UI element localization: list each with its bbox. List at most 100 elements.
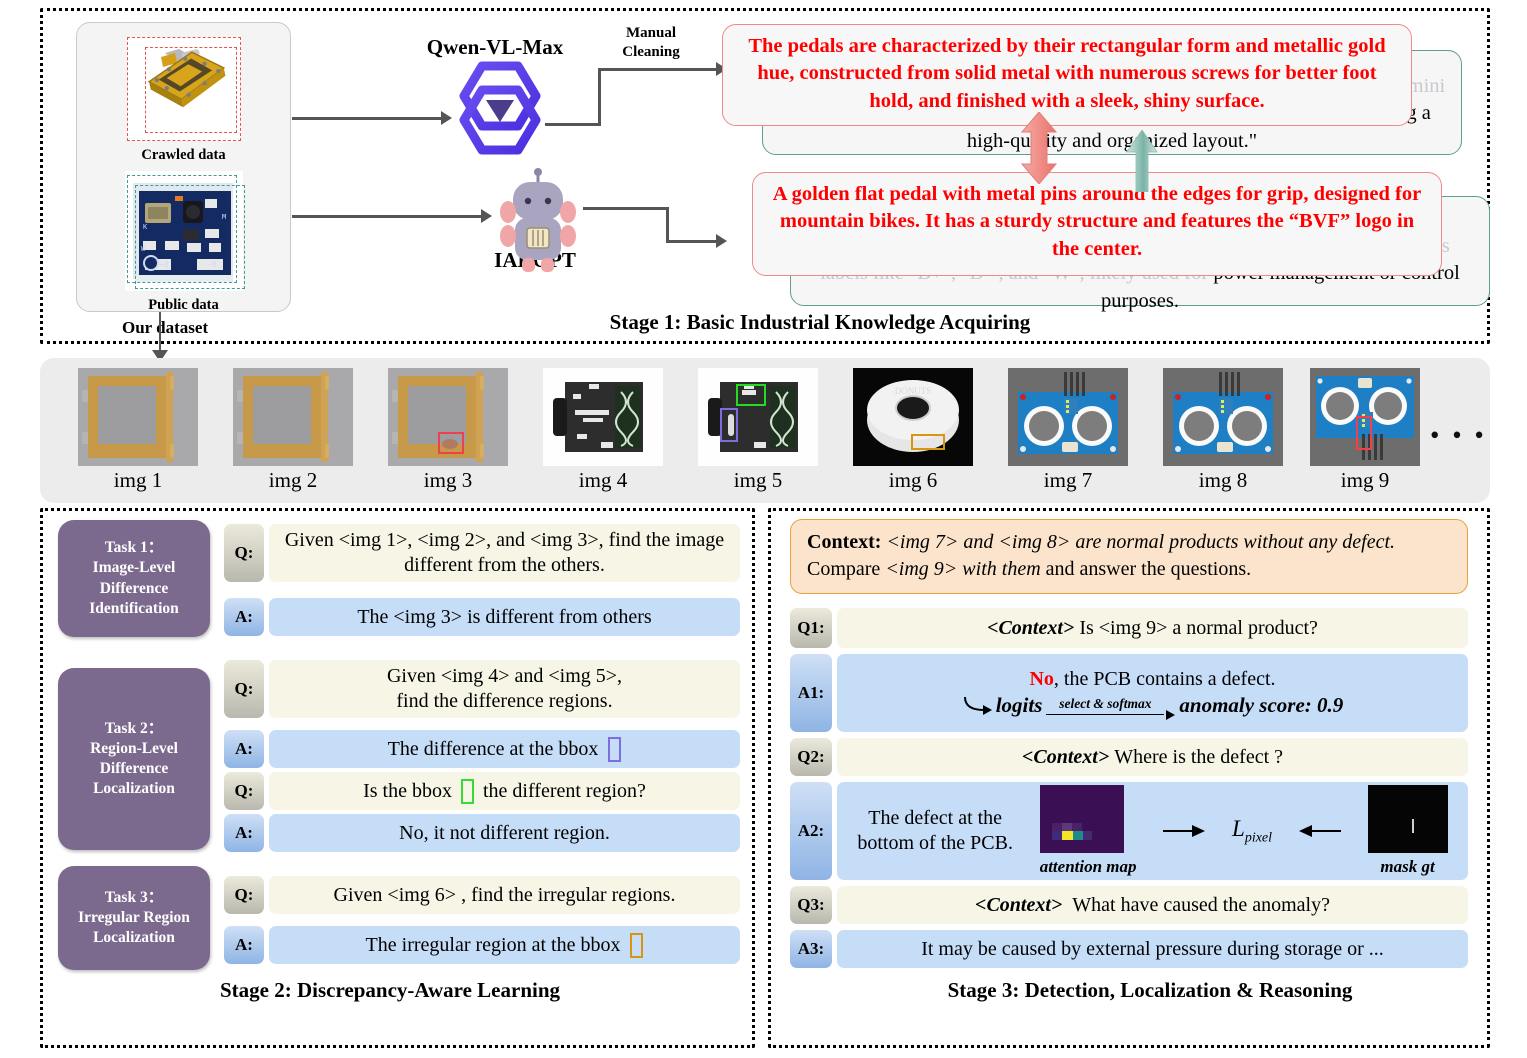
mask-gt-image xyxy=(1367,784,1448,853)
pedal-bbox-outer xyxy=(126,37,241,141)
elbow2-head xyxy=(716,234,727,248)
mask-gt-block: mask gt xyxy=(1367,784,1448,877)
task3-question-tag: Q: xyxy=(224,876,264,914)
task2-answer2-row[interactable]: A: No, it not different region. xyxy=(224,814,740,852)
strip-image-9 xyxy=(1310,368,1420,466)
task2-question1-row[interactable]: Q: Given <img 4> and <img 5>, find the d… xyxy=(224,660,740,718)
pedal-image xyxy=(126,37,241,141)
pcb-bbox-front xyxy=(134,185,245,289)
softmax-arrow-head xyxy=(1166,709,1176,720)
strip-ellipsis: • • • xyxy=(1430,420,1487,450)
strip-item-img7[interactable]: img 7 xyxy=(1008,368,1128,492)
task3-question-row[interactable]: Q: Given <img 6> , find the irregular re… xyxy=(224,876,740,914)
stage3-a2-tag: A2: xyxy=(790,782,832,880)
task1-question-row[interactable]: Q: Given <img 1>, <img 2>, and <img 3>, … xyxy=(224,524,740,582)
stage1-title: Stage 1: Basic Industrial Knowledge Acqu… xyxy=(609,310,1031,334)
pixel-loss-label: Lpixel xyxy=(1232,815,1273,846)
strip-item-img9[interactable]: img 9 xyxy=(1310,368,1420,492)
stage2-title: Stage 2: Discrepancy-Aware Learning xyxy=(219,978,561,1002)
elbow1-h1 xyxy=(545,123,600,126)
strip-caption-7: img 7 xyxy=(1043,468,1093,492)
task2-answer2-tag: A: xyxy=(224,814,264,852)
context-part2: Compare xyxy=(807,558,886,580)
context-part1: <img 7> and <img 8> are normal products … xyxy=(886,531,1396,553)
task3-answer-tag: A: xyxy=(224,926,264,964)
stage3-a2-row[interactable]: A2: The defect at the bottom of the PCB.… xyxy=(790,782,1468,880)
strip-caption-3: img 3 xyxy=(423,468,473,492)
curved-arrow-icon xyxy=(963,696,992,715)
elbow2-h1 xyxy=(583,207,668,210)
strip-item-img5[interactable]: img 5 xyxy=(698,368,818,492)
strip-item-img2[interactable]: img 2 xyxy=(233,368,353,492)
bbox-swatch-purple xyxy=(608,736,622,762)
stage3-q3-tag: Q3: xyxy=(790,886,832,924)
stage3-a1-row[interactable]: A1: No, the PCB contains a defect. logit… xyxy=(790,654,1468,732)
bbox-orange-img6 xyxy=(911,434,945,450)
task2-question1-text: Given <img 4> and <img 5>, find the diff… xyxy=(269,660,740,718)
caption-bottom-red: A golden flat pedal with metal pins arou… xyxy=(752,172,1442,276)
strip-item-img4[interactable]: img 4 xyxy=(543,368,663,492)
strip-item-img8[interactable]: img 8 xyxy=(1163,368,1283,492)
stage3-q1-row[interactable]: Q1: <Context> Is <img 9> a normal produc… xyxy=(790,608,1468,648)
stage3-q2-row[interactable]: Q2: <Context> Where is the defect ? xyxy=(790,738,1468,776)
stage3-a3-tag: A3: xyxy=(790,930,832,968)
stage1-panel xyxy=(40,8,1490,344)
strip-image-4 xyxy=(543,368,663,466)
svg-text:+8: +8 xyxy=(159,260,169,269)
attention-map-block: attention map xyxy=(1039,784,1137,877)
dataset-box: Crawled data xyxy=(76,22,291,313)
bbox-swatch-orange xyxy=(630,932,644,958)
strip-item-img6[interactable]: DONUTS img 6 xyxy=(853,368,973,492)
bidirectional-red-arrow-icon xyxy=(1020,112,1058,184)
dataset-connector-line xyxy=(159,312,161,352)
mask-gt-label: mask gt xyxy=(1380,856,1435,876)
stage3-q1-text: <Context> Is <img 9> a normal product? xyxy=(837,608,1468,648)
task1-answer-tag: A: xyxy=(224,598,264,636)
arrow-dataset-to-qwen-head xyxy=(441,111,452,125)
stage3-a1-logits: logits xyxy=(995,693,1043,718)
attention-map-label: attention map xyxy=(1039,856,1137,876)
strip-caption-6: img 6 xyxy=(888,468,938,492)
elbow1-h2 xyxy=(598,68,718,71)
task2-question1-tag: Q: xyxy=(224,660,264,718)
stage3-q2-tag: Q2: xyxy=(790,738,832,776)
pcb-image: +8 -8 K M W xyxy=(124,171,245,291)
pcb-bbox-back xyxy=(126,175,237,283)
stage3-title: Stage 3: Detection, Localization & Reaso… xyxy=(947,978,1353,1002)
task3-answer-text: The irregular region at the bbox xyxy=(269,926,740,964)
bbox-red-img3 xyxy=(438,432,464,454)
image-strip-panel: img 1 img 2 xyxy=(40,358,1490,503)
arrow-left-to-loss-icon xyxy=(1298,825,1341,837)
green-up-arrow-icon xyxy=(1126,130,1158,192)
attention-map-image xyxy=(1039,784,1124,853)
task2-question2-tag: Q: xyxy=(224,772,264,810)
stage3-a3-row[interactable]: A3: It may be caused by external pressur… xyxy=(790,930,1468,968)
stage3-q3-text: <Context> What have caused the anomaly? xyxy=(837,886,1468,924)
task2-question2-row[interactable]: Q: Is the bbox the different region? xyxy=(224,772,740,810)
elbow1-v xyxy=(598,68,601,126)
stage3-q3-row[interactable]: Q3: <Context> What have caused the anoma… xyxy=(790,886,1468,924)
svg-text:DONUTS: DONUTS xyxy=(895,386,932,396)
qwen-model-label: Qwen-VL-Max xyxy=(426,35,564,59)
svg-text:W: W xyxy=(141,245,146,253)
arrow-dataset-to-iadgpt-head xyxy=(481,209,492,223)
task2-answer1-row[interactable]: A: The difference at the bbox xyxy=(224,730,740,768)
task2-answer1-tag: A: xyxy=(224,730,264,768)
elbow2-h2 xyxy=(666,240,718,243)
strip-item-img3[interactable]: img 3 xyxy=(388,368,508,492)
strip-item-img1[interactable]: img 1 xyxy=(78,368,198,492)
arrow-right-to-loss-icon xyxy=(1163,825,1206,837)
pcb-illustration: +8 -8 K M W xyxy=(124,171,243,291)
task1-answer-row[interactable]: A: The <img 3> is different from others xyxy=(224,598,740,636)
pedal-bbox-inner xyxy=(144,47,237,133)
task3-answer-row[interactable]: A: The irregular region at the bbox xyxy=(224,926,740,964)
strip-image-5 xyxy=(698,368,818,466)
bbox-green-img5 xyxy=(736,384,766,406)
strip-image-8 xyxy=(1163,368,1283,466)
strip-caption-4: img 4 xyxy=(578,468,628,492)
bbox-swatch-green xyxy=(461,778,474,804)
